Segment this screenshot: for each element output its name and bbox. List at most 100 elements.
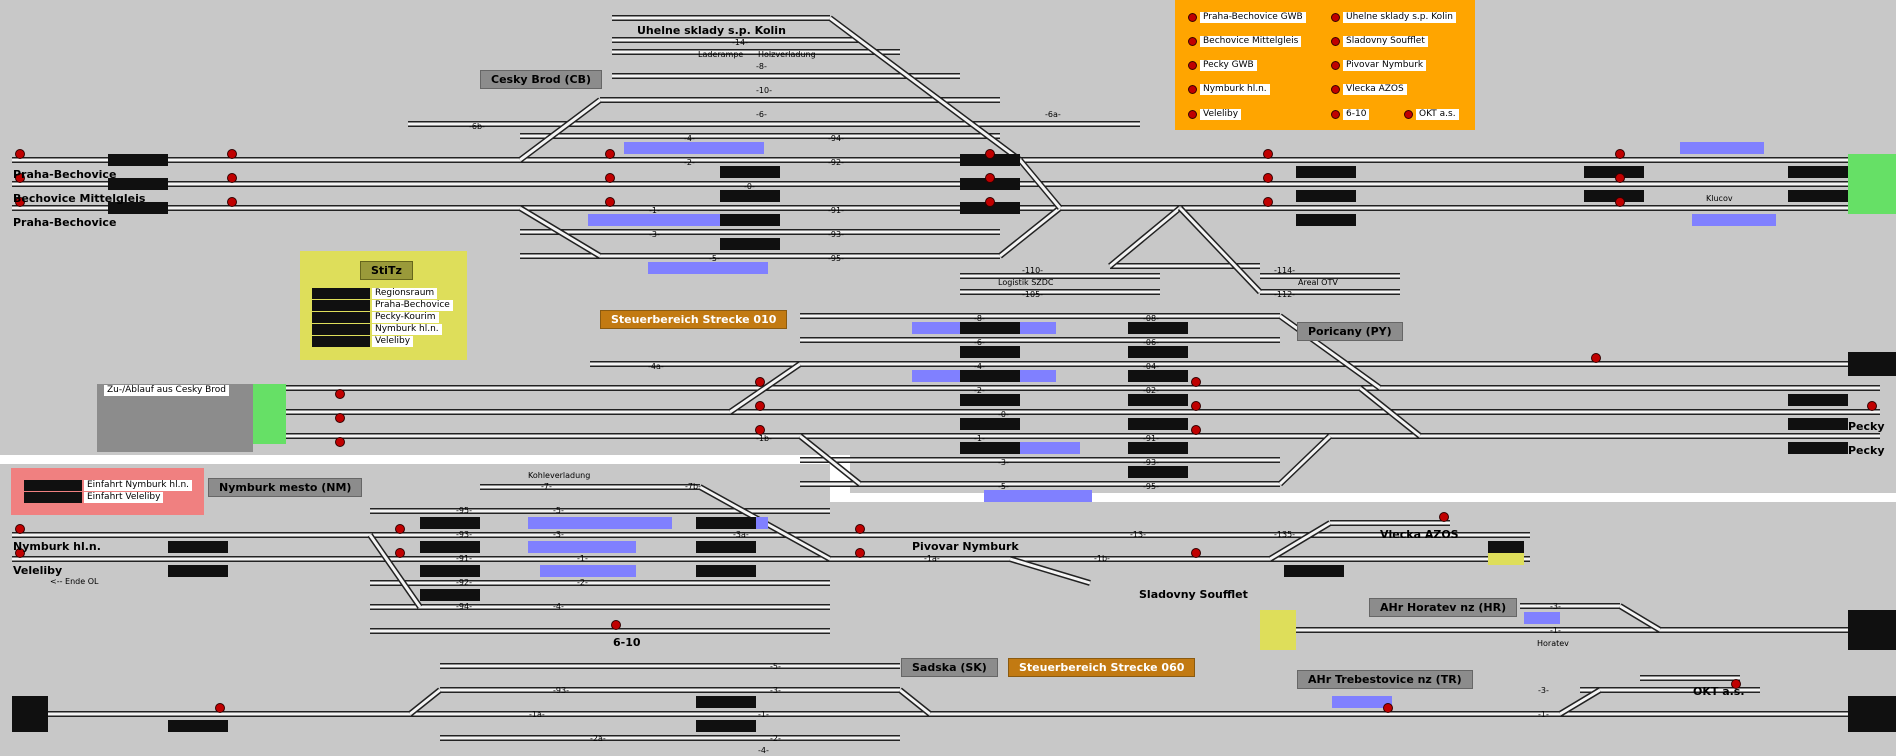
signal-icon[interactable] [985, 197, 995, 207]
legend-item[interactable]: Vlecka AZOS [1343, 84, 1407, 95]
station-tag-poricany[interactable]: Poricany (PY) [1297, 322, 1403, 341]
signal-icon[interactable] [227, 197, 237, 207]
switch-track[interactable] [1278, 313, 1382, 391]
signal-icon[interactable] [985, 149, 995, 159]
switch-track[interactable] [1177, 205, 1263, 295]
signal-icon[interactable] [395, 548, 405, 558]
signal-icon[interactable] [1331, 37, 1340, 46]
legend-item[interactable]: Pecky GWB [1200, 60, 1257, 71]
switch-track[interactable] [1108, 205, 1182, 269]
switch-track[interactable] [728, 361, 802, 415]
stitz-item[interactable]: Regionsraum [372, 288, 438, 299]
station-tag-sadska[interactable]: Sadska (SK) [901, 658, 998, 677]
switch-track[interactable] [518, 97, 602, 163]
track-label: -3- [1550, 602, 1561, 611]
legend-item[interactable]: Pivovar Nymburk [1343, 60, 1427, 71]
stitz-item[interactable]: Veleliby [372, 336, 414, 347]
signal-icon[interactable] [1188, 13, 1197, 22]
signal-icon[interactable] [1263, 197, 1273, 207]
signal-icon[interactable] [611, 620, 621, 630]
occupancy-block [168, 565, 228, 577]
signal-icon[interactable] [1591, 353, 1601, 363]
signal-icon[interactable] [335, 413, 345, 423]
switch-track[interactable] [367, 533, 423, 609]
signal-icon[interactable] [1188, 37, 1197, 46]
signal-icon[interactable] [395, 524, 405, 534]
signal-icon[interactable] [1191, 425, 1201, 435]
signal-icon[interactable] [1867, 401, 1877, 411]
signal-icon[interactable] [755, 401, 765, 411]
switch-track[interactable] [798, 433, 862, 487]
signal-icon[interactable] [1263, 149, 1273, 159]
signal-icon[interactable] [1188, 110, 1197, 119]
stitz-item[interactable]: Praha-Bechovice [372, 300, 453, 311]
station-tag-cesky-brod[interactable]: Cesky Brod (CB) [480, 70, 602, 89]
legend-item[interactable]: Nymburk hl.n. [1200, 84, 1270, 95]
signal-icon[interactable] [1331, 13, 1340, 22]
signal-icon[interactable] [1331, 61, 1340, 70]
signal-icon[interactable] [15, 197, 25, 207]
signal-icon[interactable] [227, 149, 237, 159]
legend-item[interactable]: Praha-Bechovice GWB [1200, 12, 1306, 23]
switch-track[interactable] [1009, 556, 1091, 586]
signal-icon[interactable] [15, 524, 25, 534]
signal-icon[interactable] [755, 377, 765, 387]
signal-icon[interactable] [1188, 61, 1197, 70]
einfahrt-item[interactable]: Einfahrt Nymburk hl.n. [84, 480, 193, 491]
legend-item[interactable]: Bechovice Mittelgleis [1200, 36, 1302, 47]
signal-icon[interactable] [855, 548, 865, 558]
signal-icon[interactable] [1191, 548, 1201, 558]
switch-track[interactable] [1268, 520, 1332, 562]
stitz-item[interactable]: Pecky-Kourim [372, 312, 439, 323]
station-tag-steuerbereich-010[interactable]: Steuerbereich Strecke 010 [600, 310, 788, 329]
switch-track[interactable] [998, 205, 1062, 259]
signal-icon[interactable] [605, 149, 615, 159]
switch-track[interactable] [828, 15, 1022, 163]
station-tag-nymburk-mesto[interactable]: Nymburk mesto (NM) [208, 478, 363, 497]
einfahrt-item[interactable]: Einfahrt Veleliby [84, 492, 164, 503]
signal-icon[interactable] [1439, 512, 1449, 522]
legend-item[interactable]: 6-10 [1343, 109, 1370, 120]
stitz-item[interactable]: Nymburk hl.n. [372, 324, 442, 335]
signal-icon[interactable] [335, 437, 345, 447]
signal-icon[interactable] [1731, 679, 1741, 689]
legend-item[interactable]: Uhelne sklady s.p. Kolin [1343, 12, 1456, 23]
signal-icon[interactable] [1615, 197, 1625, 207]
signal-icon[interactable] [1263, 173, 1273, 183]
signal-icon[interactable] [1404, 110, 1413, 119]
switch-track[interactable] [1017, 158, 1063, 210]
switch-track[interactable] [1558, 687, 1602, 717]
signal-icon[interactable] [755, 425, 765, 435]
signal-icon[interactable] [335, 389, 345, 399]
legend-item[interactable]: Sladovny Soufflet [1343, 36, 1428, 47]
switch-track[interactable] [1277, 433, 1333, 487]
signal-icon[interactable] [605, 197, 615, 207]
signal-icon[interactable] [1615, 149, 1625, 159]
track-label: -3- [770, 686, 781, 695]
switch-track[interactable] [1358, 385, 1422, 439]
legend-item[interactable]: Veleliby [1200, 109, 1242, 120]
signal-icon[interactable] [15, 149, 25, 159]
signal-icon[interactable] [1191, 401, 1201, 411]
switch-track[interactable] [898, 687, 932, 717]
station-tag-horatev[interactable]: AHr Horatev nz (HR) [1369, 598, 1518, 617]
station-tag-steuerbereich-060[interactable]: Steuerbereich Strecke 060 [1008, 658, 1196, 677]
signal-icon[interactable] [215, 703, 225, 713]
signal-icon[interactable] [855, 524, 865, 534]
signal-icon[interactable] [605, 173, 615, 183]
switch-track[interactable] [518, 205, 602, 259]
signal-icon[interactable] [1383, 703, 1393, 713]
signal-icon[interactable] [1331, 85, 1340, 94]
signal-icon[interactable] [1331, 110, 1340, 119]
legend-item[interactable]: OKT a.s. [1416, 109, 1459, 120]
signal-icon[interactable] [985, 173, 995, 183]
switch-track[interactable] [1618, 603, 1662, 633]
signal-icon[interactable] [1615, 173, 1625, 183]
switch-track[interactable] [408, 687, 442, 717]
signal-icon[interactable] [15, 173, 25, 183]
station-tag-trebestovice[interactable]: AHr Trebestovice nz (TR) [1297, 670, 1473, 689]
signal-icon[interactable] [15, 548, 25, 558]
signal-icon[interactable] [1191, 377, 1201, 387]
signal-icon[interactable] [227, 173, 237, 183]
signal-icon[interactable] [1188, 85, 1197, 94]
